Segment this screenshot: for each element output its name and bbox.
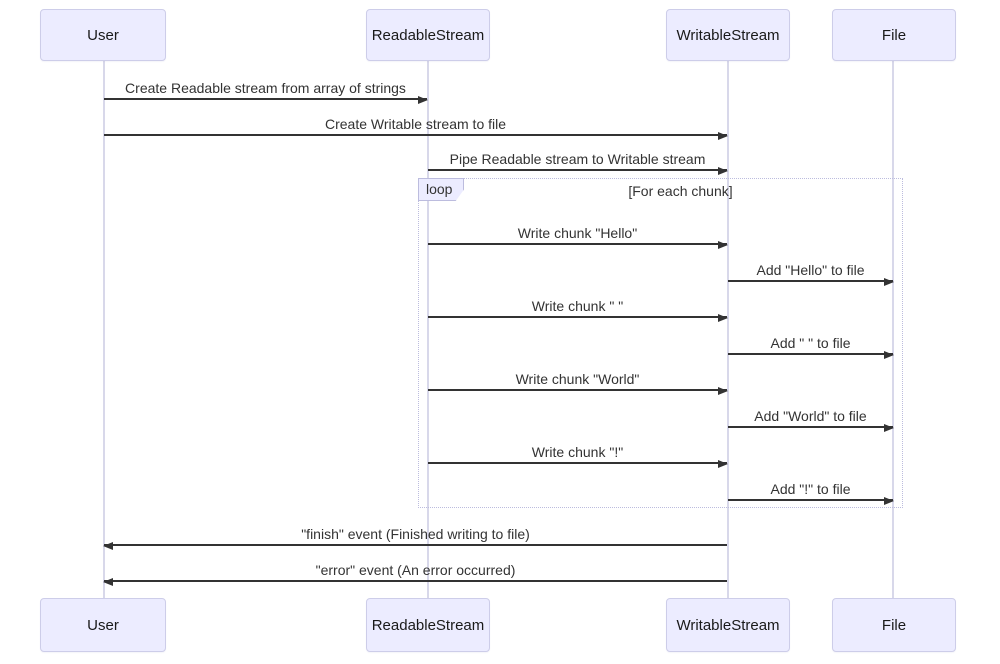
actor-box-readablestream-top: ReadableStream: [366, 9, 490, 61]
arrow-line: [728, 280, 893, 282]
arrow-line: [428, 169, 727, 171]
arrow-line: [728, 426, 893, 428]
actor-label: File: [881, 26, 907, 44]
message-write-chunk-hello: Write chunk "Hello": [428, 225, 728, 249]
message-text: Write chunk " ": [531, 298, 624, 314]
message-text: Pipe Readable stream to Writable stream: [449, 151, 706, 167]
message-write-chunk-world: Write chunk "World": [428, 371, 728, 395]
arrowhead-right-icon: [718, 459, 728, 468]
arrowhead-right-icon: [884, 350, 894, 359]
arrowhead-right-icon: [418, 95, 428, 104]
actor-box-readablestream-bottom: ReadableStream: [366, 598, 490, 652]
lifeline-file: [892, 61, 894, 600]
arrowhead-right-icon: [718, 131, 728, 140]
message-text: Write chunk "!": [531, 444, 624, 460]
arrowhead-right-icon: [718, 240, 728, 249]
loop-condition: [For each chunk]: [628, 183, 733, 199]
arrow-line: [104, 580, 727, 582]
message-text: Write chunk "Hello": [517, 225, 638, 241]
message-add-bang: Add "!" to file: [728, 481, 894, 505]
loop-label: loop: [418, 178, 464, 201]
arrowhead-right-icon: [718, 166, 728, 175]
actor-label: File: [881, 616, 907, 634]
arrowhead-right-icon: [718, 313, 728, 322]
arrowhead-right-icon: [884, 496, 894, 505]
loop-frame: loop [For each chunk]: [418, 178, 903, 508]
message-write-chunk-space: Write chunk " ": [428, 298, 728, 322]
message-create-writable: Create Writable stream to file: [104, 116, 728, 140]
message-pipe-stream: Pipe Readable stream to Writable stream: [428, 151, 728, 175]
arrow-line: [104, 134, 727, 136]
message-text: Add " " to file: [770, 335, 851, 351]
message-text: Add "Hello" to file: [756, 262, 865, 278]
arrowhead-right-icon: [884, 277, 894, 286]
message-text: Create Writable stream to file: [324, 116, 507, 132]
arrow-line: [104, 544, 727, 546]
actor-label: ReadableStream: [371, 616, 485, 634]
actor-label: User: [87, 26, 119, 44]
message-add-world: Add "World" to file: [728, 408, 894, 432]
actor-label: User: [87, 616, 119, 634]
message-create-readable: Create Readable stream from array of str…: [104, 80, 428, 104]
actor-label: WritableStream: [676, 616, 780, 634]
actor-box-writablestream-top: WritableStream: [666, 9, 790, 61]
lifeline-user: [103, 61, 105, 600]
message-text: "error" event (An error occurred): [315, 562, 516, 578]
actor-label: ReadableStream: [371, 26, 485, 44]
message-text: "finish" event (Finished writing to file…: [301, 526, 530, 542]
arrow-line: [728, 499, 893, 501]
actor-box-user-top: User: [40, 9, 166, 61]
arrowhead-left-icon: [103, 541, 113, 550]
message-write-chunk-bang: Write chunk "!": [428, 444, 728, 468]
message-text: Add "!" to file: [770, 481, 851, 497]
arrow-line: [428, 316, 727, 318]
message-finish-event: "finish" event (Finished writing to file…: [103, 526, 727, 550]
arrow-line: [428, 462, 727, 464]
arrowhead-right-icon: [718, 386, 728, 395]
message-add-hello: Add "Hello" to file: [728, 262, 894, 286]
actor-box-user-bottom: User: [40, 598, 166, 652]
arrow-line: [428, 243, 727, 245]
arrowhead-right-icon: [884, 423, 894, 432]
arrow-line: [728, 353, 893, 355]
arrow-line: [428, 389, 727, 391]
actor-label: WritableStream: [676, 26, 780, 44]
actor-box-writablestream-bottom: WritableStream: [666, 598, 790, 652]
message-text: Create Readable stream from array of str…: [125, 80, 406, 96]
message-error-event: "error" event (An error occurred): [103, 562, 727, 586]
message-add-space: Add " " to file: [728, 335, 894, 359]
actor-box-file-top: File: [832, 9, 956, 61]
actor-box-file-bottom: File: [832, 598, 956, 652]
message-text: Add "World" to file: [754, 408, 867, 424]
arrow-line: [104, 98, 427, 100]
arrowhead-left-icon: [103, 577, 113, 586]
lifeline-readablestream: [427, 61, 429, 600]
lifeline-writablestream: [727, 61, 729, 600]
message-text: Write chunk "World": [515, 371, 640, 387]
